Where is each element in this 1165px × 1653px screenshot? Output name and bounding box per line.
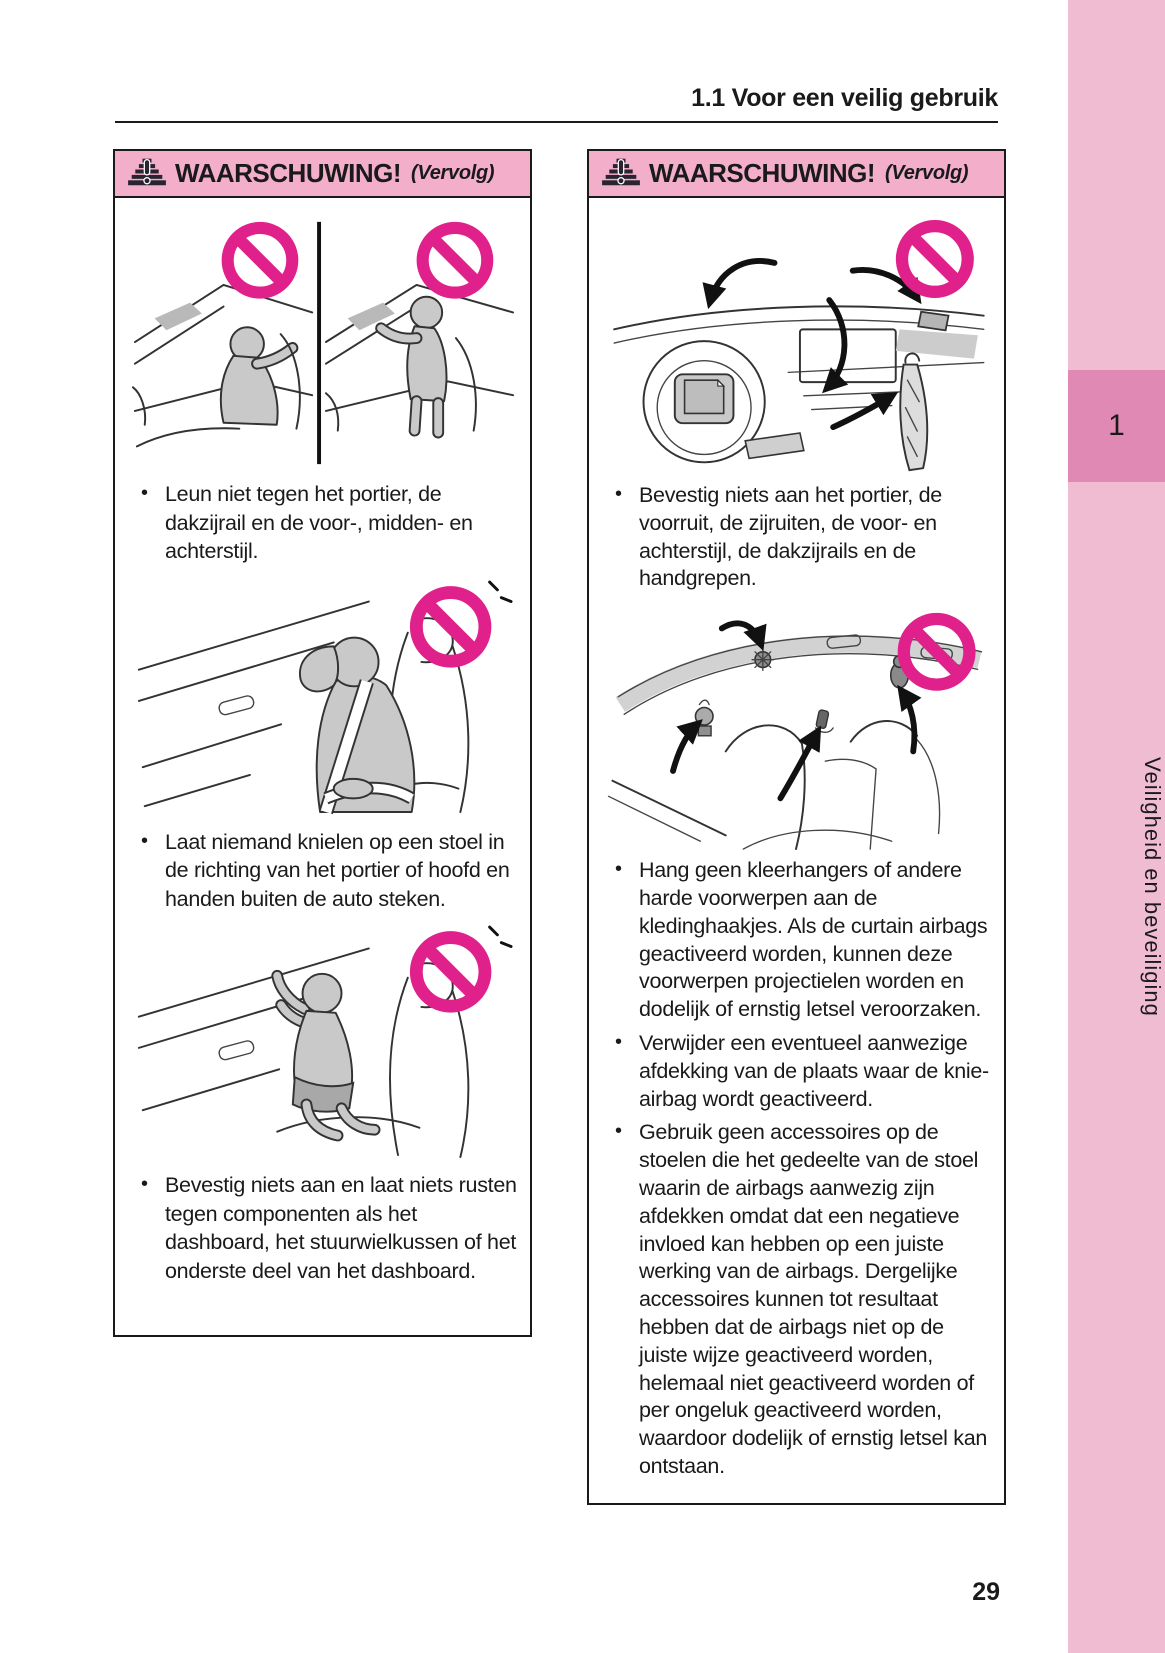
warning-bullet: Gebruik geen accessoires op de stoelen d… xyxy=(602,1118,991,1480)
header-rule xyxy=(115,121,998,123)
warning-box-left: WAARSCHUWING! (Vervolg) xyxy=(113,149,532,1337)
illustration-hangers-on-roof-hooks xyxy=(605,603,989,851)
page-title: 1.1 Voor een veilig gebruik xyxy=(691,84,998,112)
warning-title: WAARSCHUWING! xyxy=(649,158,876,188)
illustration-attachments-on-dashboard xyxy=(605,214,989,476)
illustration-passenger-leaning-against-door xyxy=(133,576,513,820)
illustration-children-leaning-out-of-door xyxy=(130,214,516,472)
warning-box-right-header: WAARSCHUWING! (Vervolg) xyxy=(589,151,1004,198)
warning-bullet: Laat niemand knielen op een stoel in de … xyxy=(128,827,517,914)
warning-bullet: Verwijder een eventueel aanwezige afdekk… xyxy=(602,1029,991,1113)
warning-bullet: Bevestig niets aan het portier, de voorr… xyxy=(602,481,991,593)
illustration-child-kneeling-on-seat xyxy=(133,923,513,1163)
warning-continued-label: (Vervolg) xyxy=(411,162,495,184)
chapter-sidebar: 1 Veiligheid en beveiliging xyxy=(1068,0,1165,1653)
chapter-number-tab: 1 xyxy=(1068,370,1165,482)
chapter-title-vertical: Veiligheid en beveiliging xyxy=(1140,757,1165,1017)
page-number: 29 xyxy=(972,1578,1000,1606)
warning-box-left-header: WAARSCHUWING! (Vervolg) xyxy=(115,151,530,198)
warning-triangle-icon xyxy=(128,158,166,185)
warning-bullet: Leun niet tegen het portier, de dakzijra… xyxy=(128,479,517,566)
warning-box-right: WAARSCHUWING! (Vervolg) xyxy=(587,149,1006,1505)
warning-title: WAARSCHUWING! xyxy=(175,158,402,188)
warning-bullet: Hang geen kleerhangers of andere harde v… xyxy=(602,856,991,1024)
warning-bullet: Bevestig niets aan en laat niets rusten … xyxy=(128,1170,517,1285)
warning-triangle-icon xyxy=(602,158,640,185)
warning-continued-label: (Vervolg) xyxy=(885,162,969,184)
